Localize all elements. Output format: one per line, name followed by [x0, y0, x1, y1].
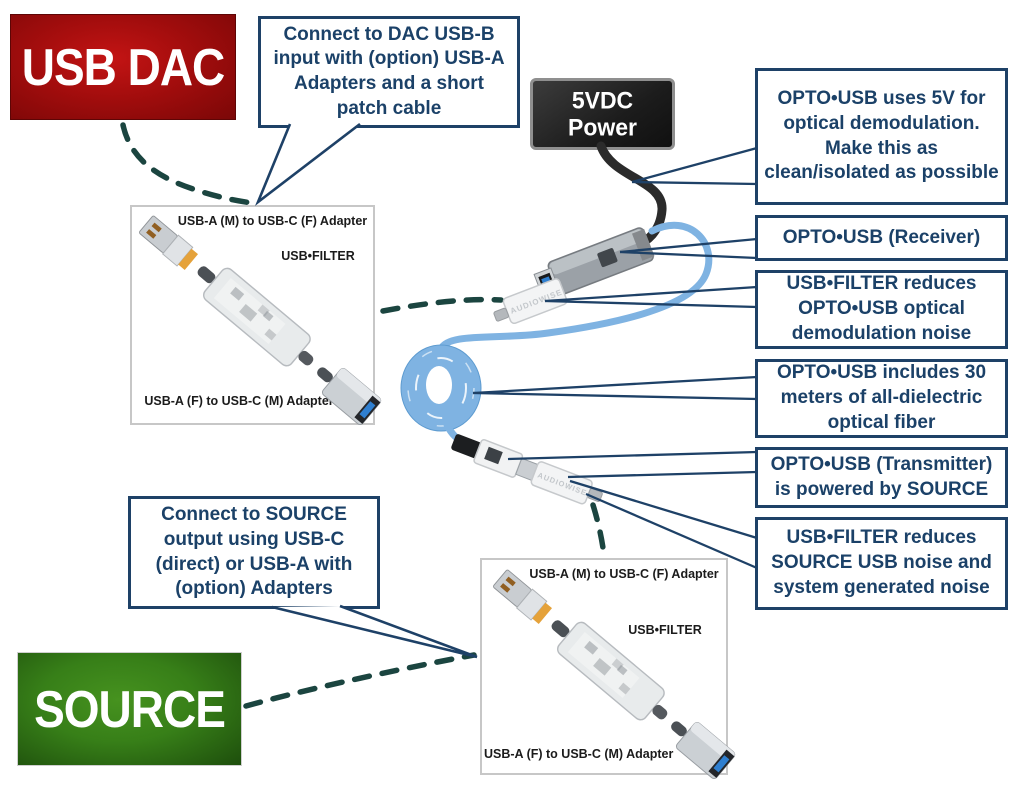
callout-power-note: OPTO•USB uses 5V for optical demodulatio… — [755, 68, 1008, 205]
power-box: 5VDC Power — [530, 78, 675, 150]
pointer-fiber — [472, 375, 758, 401]
callout-tail-source — [271, 604, 478, 659]
callout-text: OPTO•USB (Receiver) — [782, 226, 981, 248]
callout-dac-connect: Connect to DAC USB-B input with (option)… — [258, 16, 520, 128]
usb-dac-label: USB DAC — [21, 37, 226, 97]
adapter-top-label: USB-A (M) to USB-C (F) Adapter — [177, 214, 368, 228]
pointer-receiver — [619, 237, 758, 260]
callout-source-connect: Connect to SOURCE output using USB-C (di… — [128, 496, 380, 609]
callout-text: USB•FILTER reduces SOURCE USB noise and … — [771, 527, 992, 598]
callout-text: OPTO•USB (Transmitter) is powered by SOU… — [770, 453, 993, 500]
pointer-transmitter — [507, 450, 758, 479]
callout-filter-rx: USB•FILTER reduces OPTO•USB optical demo… — [755, 270, 1008, 349]
opto-usb-transmitter-device: AUDIOWISE — [451, 434, 603, 505]
dashed-connector-dac-to-kit — [120, 122, 255, 206]
dashed-connector-source-to-kit — [243, 652, 477, 709]
callout-text: USB•FILTER reduces OPTO•USB optical demo… — [786, 273, 977, 344]
pointer-power-note — [631, 146, 758, 186]
usb-filter-label: USB•FILTER — [628, 623, 702, 637]
usb-filter-kit-panel-source: USB-A (M) to USB-C (F) Adapter USB•FILTE… — [480, 558, 728, 775]
callout-transmitter: OPTO•USB (Transmitter) is powered by SOU… — [755, 447, 1008, 508]
opto-usb-receiver-device — [533, 227, 655, 298]
callout-fiber: OPTO•USB includes 30 meters of all-diele… — [755, 359, 1008, 438]
adapter-bottom-label: USB-A (F) to USB-C (M) Adapter — [144, 394, 334, 408]
fiber-coil — [400, 344, 482, 432]
callout-text: OPTO•USB includes 30 meters of all-diele… — [776, 362, 987, 433]
brand-text: AUDIOWISE — [509, 288, 564, 316]
source-box: SOURCE — [17, 652, 242, 766]
callout-filter-tx: USB•FILTER reduces SOURCE USB noise and … — [755, 517, 1008, 610]
brand-text: AUDIOWISE — [536, 471, 588, 498]
callout-text: Connect to SOURCE output using USB-C (di… — [155, 504, 353, 600]
callout-text: OPTO•USB uses 5V for optical demodulatio… — [764, 88, 999, 184]
usb-filter-label: USB•FILTER — [281, 249, 355, 263]
adapter-bottom-label: USB-A (F) to USB-C (M) Adapter — [484, 747, 674, 761]
usb-filter-rx-device: AUDIOWISE — [493, 278, 568, 325]
pointer-filter-rx — [544, 285, 758, 309]
dashed-connector-kit-to-filter-rx — [380, 296, 504, 314]
usb-dac-box: USB DAC — [10, 14, 236, 120]
usb-filter-kit-panel-dac: USB-A (M) to USB-C (F) Adapter USB•FILTE… — [130, 205, 375, 425]
source-label: SOURCE — [34, 679, 226, 739]
dashed-connector-transmitter-to-kit — [590, 502, 607, 558]
power-label-line1: 5VDC — [571, 86, 634, 114]
power-cable — [596, 141, 667, 256]
callout-receiver: OPTO•USB (Receiver) — [755, 215, 1008, 261]
callout-tail-dac — [254, 122, 361, 206]
pointer-filter-tx — [569, 479, 758, 570]
callout-text: Connect to DAC USB-B input with (option)… — [273, 23, 505, 119]
power-label-line2: Power — [567, 113, 638, 141]
optical-fiber-cable — [400, 221, 713, 448]
adapter-top-label: USB-A (M) to USB-C (F) Adapter — [529, 567, 719, 581]
